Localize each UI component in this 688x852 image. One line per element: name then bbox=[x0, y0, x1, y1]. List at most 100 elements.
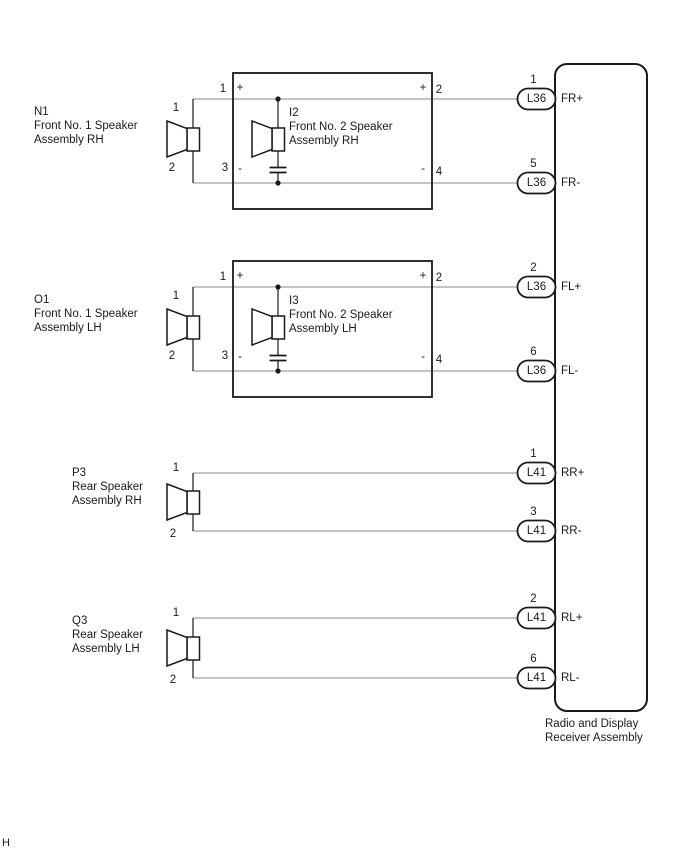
speaker-pin-top: 1 bbox=[172, 102, 180, 114]
polarity-minus-right: - bbox=[421, 163, 425, 175]
midbox-code: I3 bbox=[289, 295, 299, 307]
signal-label: FR- bbox=[561, 177, 581, 189]
polarity-plus-left: + bbox=[236, 270, 244, 282]
polarity-plus-right: + bbox=[419, 270, 427, 282]
speaker-cone bbox=[166, 307, 188, 347]
speaker-driver bbox=[186, 127, 201, 152]
receiver-label-line2: Receiver Assembly bbox=[545, 732, 643, 744]
signal-label: RR- bbox=[561, 525, 582, 537]
polarity-minus-right: - bbox=[421, 351, 425, 363]
speaker-code: P3 bbox=[72, 467, 87, 479]
speaker-symbol-q3 bbox=[166, 628, 201, 668]
pin-pill-fl-minus bbox=[516, 359, 557, 383]
junction-dot bbox=[275, 180, 281, 186]
midbox-pin-out-minus: 4 bbox=[435, 166, 443, 178]
wire-fr bbox=[193, 98, 518, 184]
page-corner-mark: H bbox=[2, 837, 10, 849]
speaker-pin-bottom: 2 bbox=[169, 528, 177, 540]
receiver-pin-number: 1 bbox=[530, 448, 537, 460]
speaker-cone bbox=[166, 628, 188, 668]
speaker-symbol-o1 bbox=[166, 307, 201, 347]
polarity-minus-left: - bbox=[238, 351, 242, 363]
speaker-driver bbox=[271, 315, 286, 340]
signal-label: RR+ bbox=[561, 467, 585, 479]
speaker-driver bbox=[271, 127, 286, 152]
connector-code: L41 bbox=[526, 612, 547, 624]
speaker-symbol-p3 bbox=[166, 482, 201, 522]
tweeter-branch-fl bbox=[269, 284, 287, 374]
connector-code: L41 bbox=[526, 467, 547, 479]
speaker-cone bbox=[166, 482, 188, 522]
midbox-desc-line1: Front No. 2 Speaker bbox=[289, 121, 393, 133]
signal-label: RL+ bbox=[561, 612, 583, 624]
receiver-pin-number: 1 bbox=[530, 74, 537, 86]
speaker-desc-line1: Front No. 1 Speaker bbox=[34, 308, 138, 320]
midbox-pin-in-minus: 3 bbox=[221, 162, 229, 174]
junction-dot bbox=[275, 368, 281, 374]
midbox-desc-line2: Assembly RH bbox=[289, 135, 359, 147]
midbox-pin-in-minus: 3 bbox=[221, 350, 229, 362]
speaker-cone bbox=[166, 119, 188, 159]
speaker-pin-bottom: 2 bbox=[168, 162, 176, 174]
pin-pill-rl-minus bbox=[516, 666, 557, 690]
speaker-desc-line2: Assembly LH bbox=[34, 322, 102, 334]
speaker-code: O1 bbox=[34, 294, 50, 306]
midbox-desc-line2: Assembly LH bbox=[289, 323, 357, 335]
pin-pill-fr-plus bbox=[516, 87, 557, 111]
midbox-label-i2: I2 Front No. 2 Speaker Assembly RH bbox=[289, 106, 393, 148]
connector-code: L36 bbox=[526, 93, 547, 105]
midbox-label-i3: I3 Front No. 2 Speaker Assembly LH bbox=[289, 294, 393, 336]
receiver-label: Radio and Display Receiver Assembly bbox=[545, 717, 643, 745]
midbox-pin-out-plus: 2 bbox=[435, 272, 443, 284]
speaker-code: N1 bbox=[34, 106, 49, 118]
speaker-symbol-i2 bbox=[251, 119, 286, 159]
speaker-desc-line2: Assembly RH bbox=[72, 495, 142, 507]
polarity-plus-right: + bbox=[419, 82, 427, 94]
receiver-box-outline bbox=[554, 63, 648, 712]
junction-dot bbox=[275, 96, 281, 102]
speaker-pin-bottom: 2 bbox=[168, 350, 176, 362]
signal-label: FR+ bbox=[561, 93, 584, 105]
midbox-i3-outline bbox=[232, 260, 433, 398]
speaker-symbol-n1 bbox=[166, 119, 201, 159]
midbox-pin-in-plus: 1 bbox=[219, 271, 227, 283]
capacitor-fr bbox=[269, 166, 287, 174]
speaker-pin-top: 1 bbox=[172, 462, 180, 474]
midbox-code: I2 bbox=[289, 107, 299, 119]
midbox-i2-outline bbox=[232, 72, 433, 210]
speaker-pin-bottom: 2 bbox=[169, 674, 177, 686]
polarity-minus-left: - bbox=[238, 163, 242, 175]
midbox-desc-line1: Front No. 2 Speaker bbox=[289, 309, 393, 321]
receiver-label-line1: Radio and Display bbox=[545, 718, 639, 730]
pin-pill-fr-minus bbox=[516, 171, 557, 195]
signal-label: RL- bbox=[561, 672, 580, 684]
speaker-desc-line2: Assembly RH bbox=[34, 134, 104, 146]
junction-dot bbox=[275, 284, 281, 290]
pin-pill-rr-minus bbox=[516, 519, 557, 543]
pin-pill-rl-plus bbox=[516, 606, 557, 630]
receiver-pin-number: 6 bbox=[530, 346, 537, 358]
speaker-desc-line1: Rear Speaker bbox=[72, 629, 143, 641]
speaker-driver bbox=[186, 490, 201, 515]
receiver-pin-number: 2 bbox=[530, 262, 537, 274]
speaker-pin-top: 1 bbox=[172, 607, 180, 619]
connector-code: L36 bbox=[526, 177, 547, 189]
receiver-pin-number: 5 bbox=[530, 158, 537, 170]
speaker-desc-line2: Assembly LH bbox=[72, 643, 140, 655]
speaker-label-o1: O1 Front No. 1 Speaker Assembly LH bbox=[34, 293, 138, 335]
connector-code: L36 bbox=[526, 365, 547, 377]
speaker-pin-top: 1 bbox=[172, 290, 180, 302]
signal-label: FL+ bbox=[561, 281, 582, 293]
connector-code: L36 bbox=[526, 281, 547, 293]
wire-rr bbox=[193, 472, 518, 532]
connector-code: L41 bbox=[526, 525, 547, 537]
receiver-pin-number: 3 bbox=[530, 506, 537, 518]
speaker-desc-line1: Rear Speaker bbox=[72, 481, 143, 493]
polarity-plus-left: + bbox=[236, 82, 244, 94]
speaker-symbol-i3 bbox=[251, 307, 286, 347]
speaker-label-n1: N1 Front No. 1 Speaker Assembly RH bbox=[34, 105, 138, 147]
speaker-cone bbox=[251, 119, 273, 159]
speaker-code: Q3 bbox=[72, 615, 88, 627]
